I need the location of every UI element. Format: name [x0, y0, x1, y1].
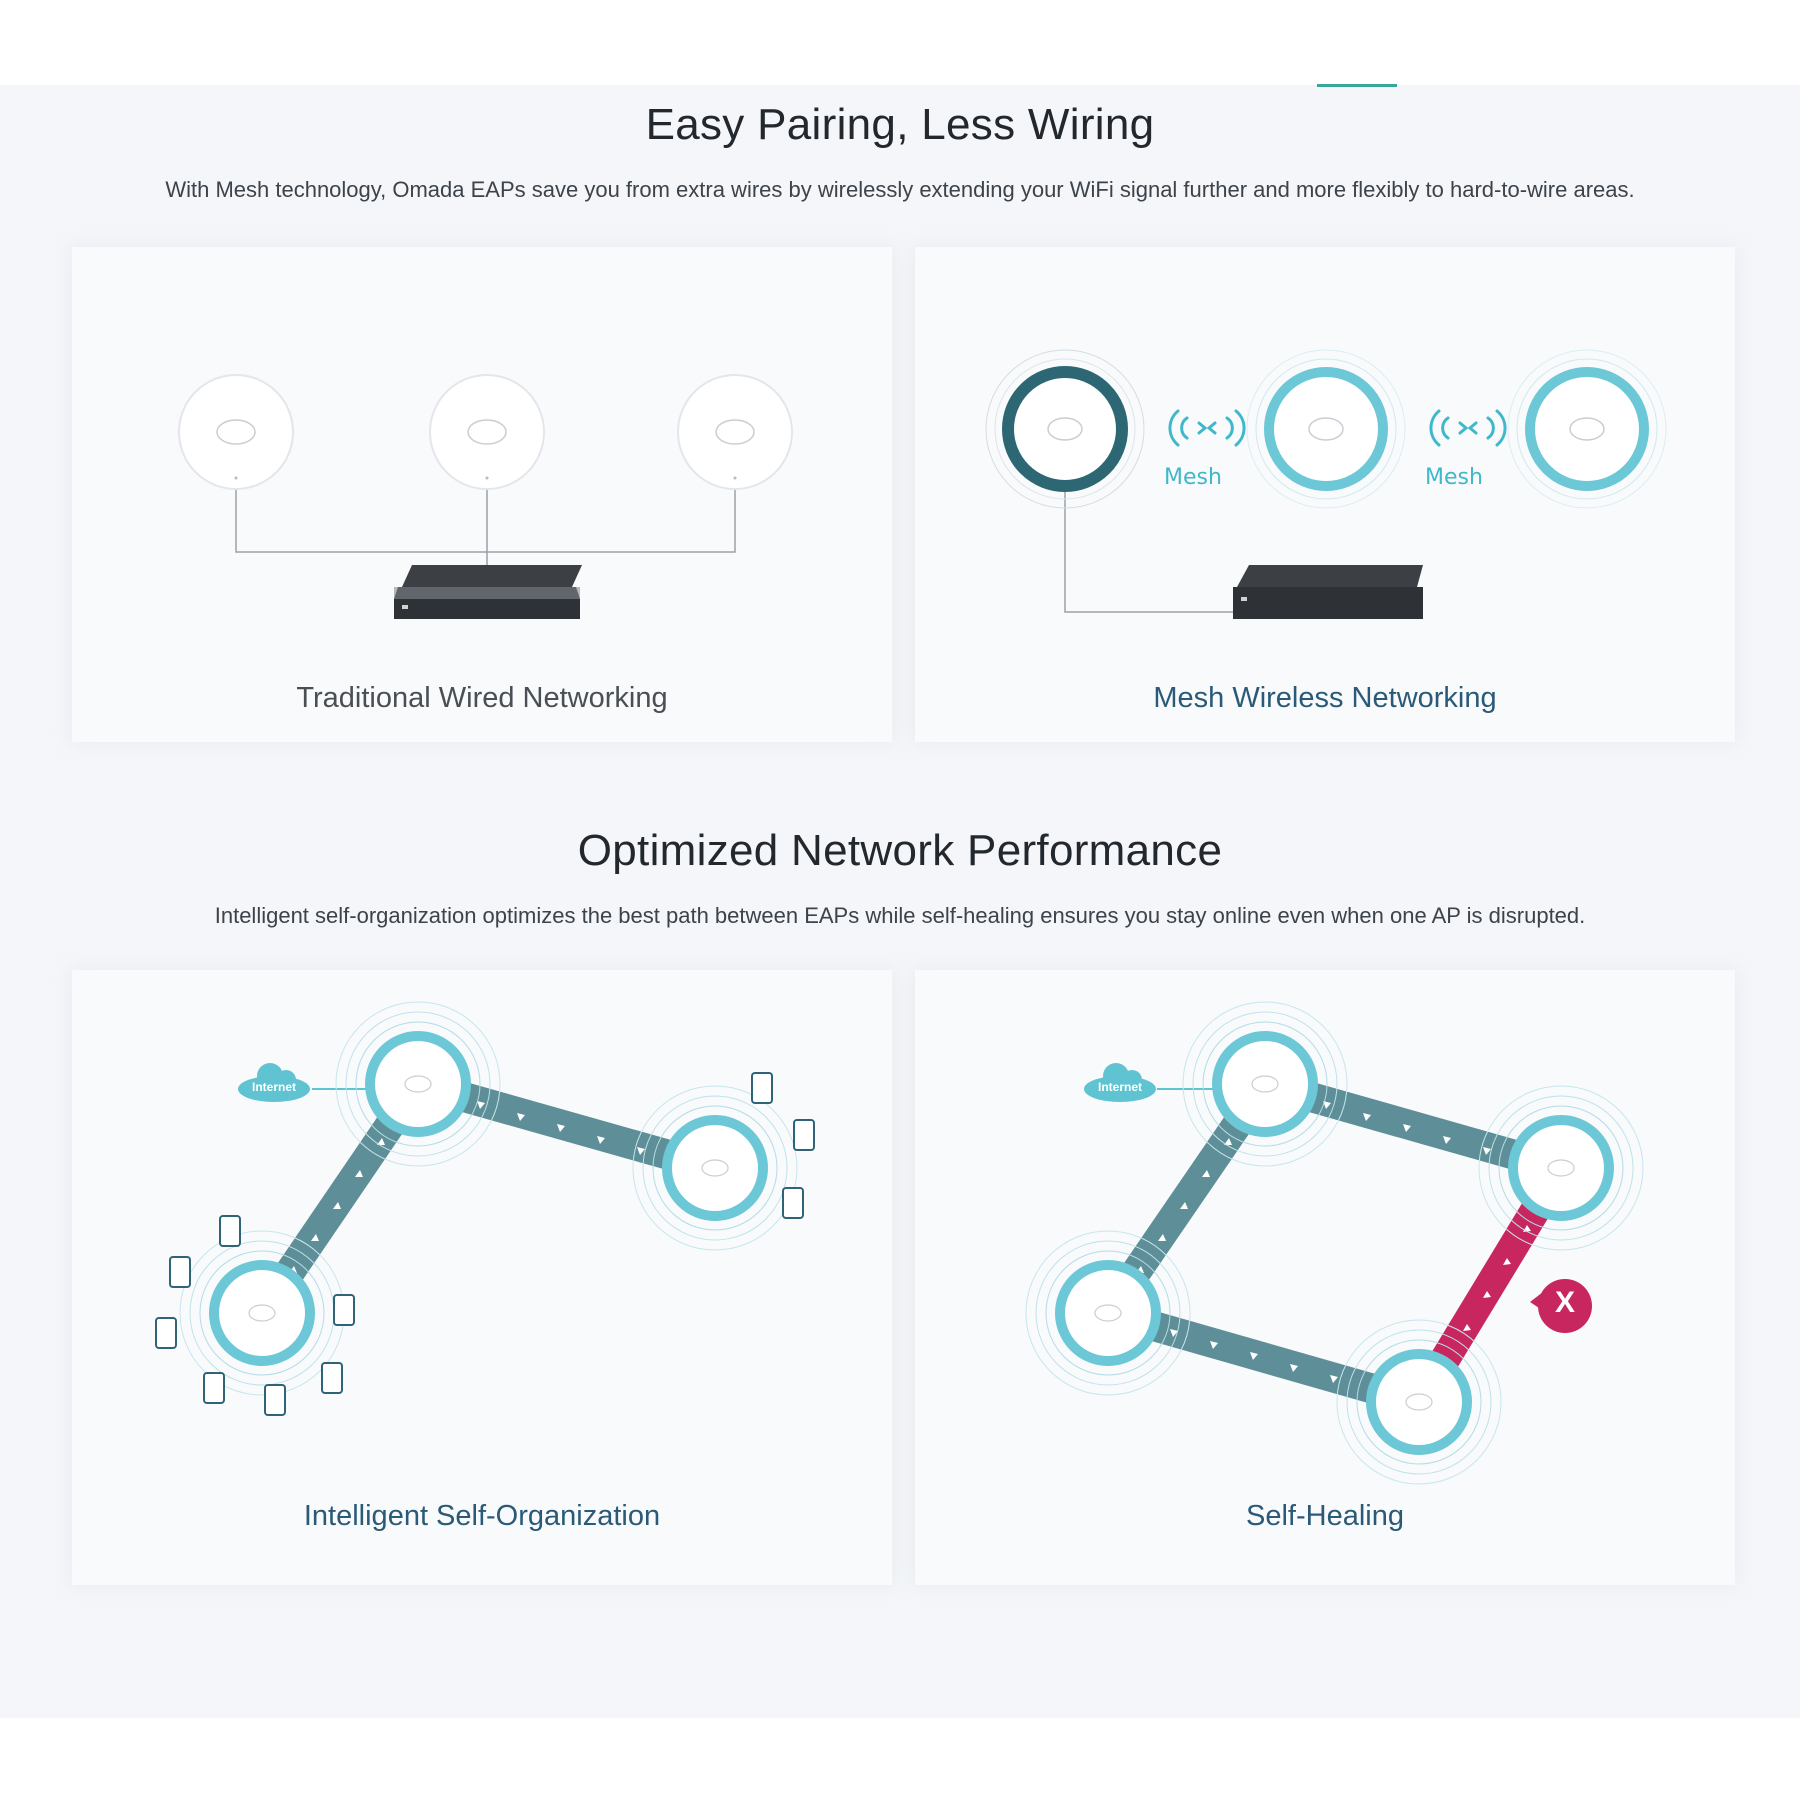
access-point-icon — [1025, 1230, 1191, 1396]
panel-self-healing: Internet X Self-Healing — [915, 970, 1735, 1585]
failure-marker-label: X — [1554, 1286, 1575, 1319]
panel-self-organization: Internet Intelligent Self-Organization — [72, 970, 892, 1585]
mesh-link — [1103, 1298, 1424, 1417]
mesh-network-illustration — [985, 349, 1667, 619]
access-point-icon — [677, 374, 793, 490]
client-device-icons — [155, 1072, 815, 1416]
access-point-icon — [179, 1230, 345, 1396]
self-organization-illustration — [155, 1001, 815, 1416]
self-healing-illustration — [1025, 1001, 1644, 1485]
access-point-icon — [1246, 349, 1406, 509]
network-switch-icon — [1233, 565, 1423, 619]
mesh-label-2: Mesh — [1425, 465, 1483, 490]
section-description-easy-pairing: With Mesh technology, Omada EAPs save yo… — [165, 177, 1635, 202]
access-point-icon — [1336, 1319, 1502, 1485]
wired-network-illustration — [178, 374, 793, 619]
access-point-icon — [985, 349, 1145, 509]
section-title-network-performance: Optimized Network Performance — [577, 826, 1223, 875]
caption-self-healing: Self-Healing — [1246, 1500, 1404, 1532]
internet-cloud-icon — [238, 1063, 372, 1102]
cloud-label: Internet — [1097, 1080, 1142, 1094]
cloud-label: Internet — [251, 1080, 296, 1094]
access-point-icon — [429, 374, 545, 490]
access-point-icon — [1507, 349, 1667, 509]
section-description-network-performance: Intelligent self-organization optimizes … — [214, 903, 1586, 928]
failure-marker-icon — [1530, 1279, 1592, 1333]
network-switch-icon — [394, 565, 582, 619]
mesh-label-1: Mesh — [1164, 465, 1222, 490]
caption-mesh-wireless: Mesh Wireless Networking — [1153, 682, 1497, 714]
access-point-icon — [1182, 1001, 1348, 1167]
mesh-signal-icon — [1429, 409, 1507, 447]
panel-traditional-wired: Traditional Wired Networking — [72, 247, 892, 742]
panel-mesh-wireless: Mesh Mesh Mesh Wireless Networking — [915, 247, 1735, 742]
access-point-icon — [1478, 1085, 1644, 1251]
nav-active-indicator — [1317, 84, 1397, 87]
access-point-icon — [335, 1001, 501, 1167]
access-point-icon — [632, 1085, 798, 1251]
access-point-icon — [178, 374, 294, 490]
internet-cloud-icon — [1084, 1063, 1219, 1102]
section-title-easy-pairing: Easy Pairing, Less Wiring — [645, 100, 1155, 149]
mesh-signal-icon — [1168, 409, 1246, 447]
caption-self-organization: Intelligent Self-Organization — [303, 1500, 661, 1532]
caption-traditional-wired: Traditional Wired Networking — [296, 682, 668, 714]
